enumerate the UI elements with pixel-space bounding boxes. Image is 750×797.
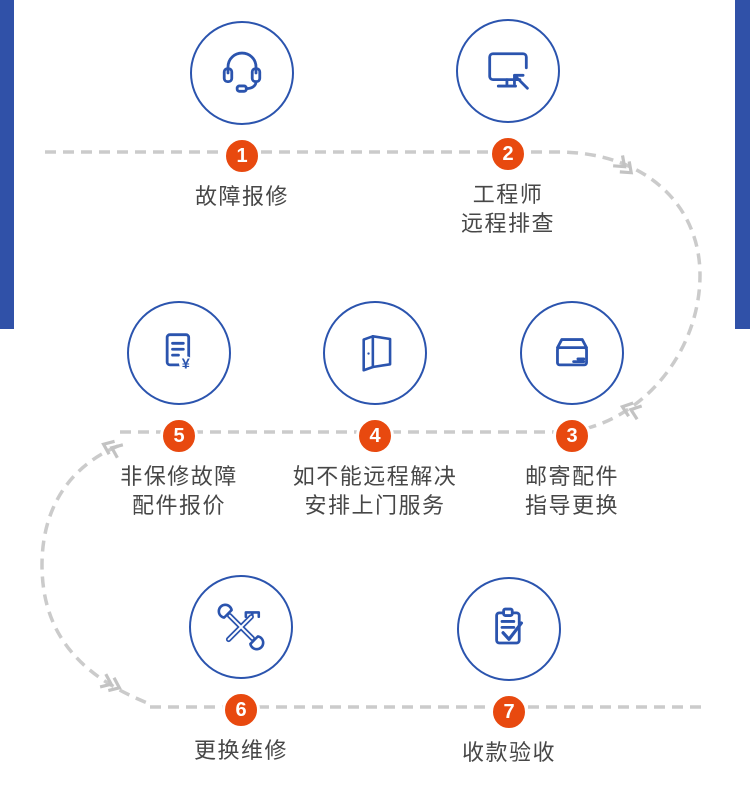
step-3-number-badge: 3 <box>553 417 591 455</box>
step-2-remote-check: 2 工程师 远程排查 <box>393 19 623 238</box>
step-7-payment-acceptance: 7 收款验收 <box>394 577 624 767</box>
checklist-icon <box>495 607 523 645</box>
step-2-number-badge: 2 <box>489 135 527 173</box>
step-7-circle <box>457 577 561 681</box>
step-5-label: 非保修故障 配件报价 <box>120 464 238 518</box>
step-1-label: 故障报修 <box>194 184 289 209</box>
step-6-label: 更换维修 <box>193 738 288 763</box>
step-7-label: 收款验收 <box>461 740 556 765</box>
right-blue-bar <box>735 0 750 329</box>
repair-tools-icon <box>217 603 265 651</box>
step-5-circle: ¥ <box>127 301 231 405</box>
step-5-parts-quote: ¥ 5 非保修故障 配件报价 <box>64 301 294 520</box>
step-2-label: 工程师 远程排查 <box>460 182 555 236</box>
step-4-number-badge: 4 <box>356 417 394 455</box>
headset-icon <box>222 51 262 93</box>
step-3-circle <box>520 301 624 405</box>
step-6-replace-repair: 6 更换维修 <box>126 575 356 765</box>
step-6-number-badge: 6 <box>222 691 260 729</box>
step-6-circle <box>189 575 293 679</box>
step-4-label: 如不能远程解决 安排上门服务 <box>292 464 458 518</box>
yuan-symbol: ¥ <box>182 357 191 373</box>
step-5-number-badge: 5 <box>160 417 198 455</box>
parcel-icon <box>556 338 588 367</box>
step-1-circle <box>190 21 294 125</box>
open-door-icon <box>362 335 392 372</box>
invoice-icon: ¥ <box>165 333 193 373</box>
step-7-number-badge: 7 <box>490 693 528 731</box>
step-1-number-badge: 1 <box>223 137 261 175</box>
remote-monitor-icon <box>488 52 529 90</box>
step-1-fault-report: 1 故障报修 <box>127 21 357 211</box>
flow-arrow-icon <box>98 672 124 696</box>
step-3-label: 邮寄配件 指导更换 <box>524 464 619 518</box>
left-blue-bar <box>0 0 14 329</box>
step-2-circle <box>456 19 560 123</box>
step-4-circle <box>323 301 427 405</box>
step-3-mail-parts: 3 邮寄配件 指导更换 <box>457 301 687 520</box>
step-4-onsite-service: 4 如不能远程解决 安排上门服务 <box>260 301 490 520</box>
